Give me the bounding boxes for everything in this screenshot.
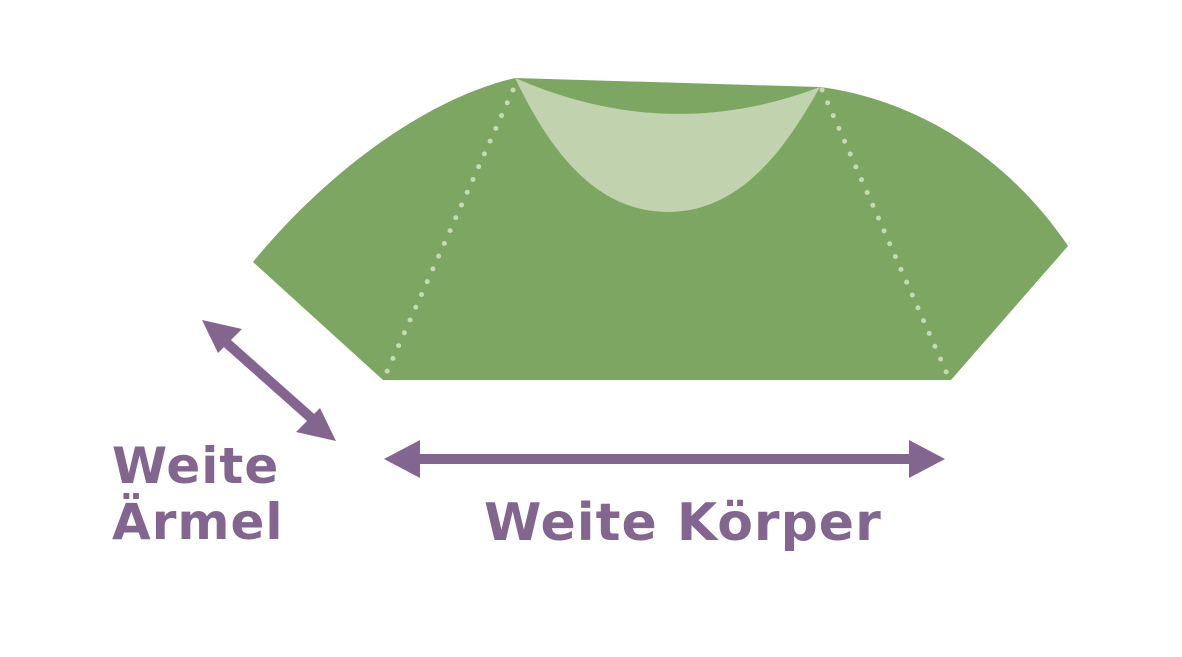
body-width-label: Weite Körper: [484, 493, 882, 553]
sleeve-width-label: Weite Ärmel: [112, 438, 284, 550]
sleeve-width-arrow: [202, 320, 336, 441]
neckline-shape: [515, 78, 820, 212]
yoke-shape: [253, 78, 1068, 380]
sleeve-width-label-line2: Ärmel: [112, 493, 284, 551]
sleeve-width-label-line1: Weite: [112, 437, 280, 495]
raglan-seam-right: [819, 87, 951, 379]
body-width-arrow: [384, 440, 945, 478]
